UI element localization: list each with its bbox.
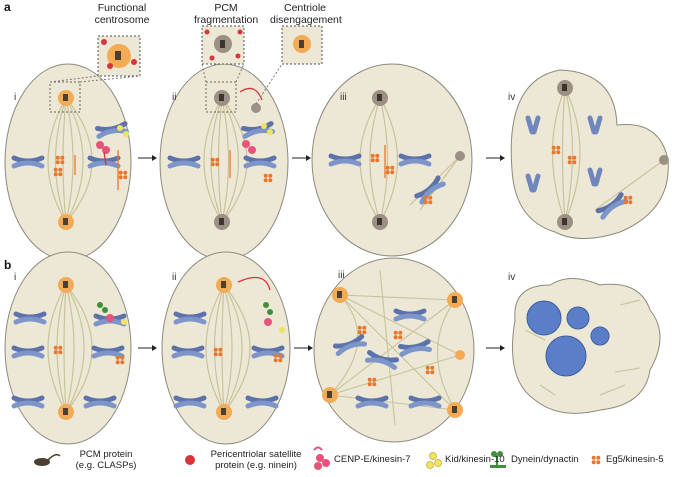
centrosome-icon (216, 404, 232, 420)
centrosome-icon (557, 80, 573, 96)
centrosome-icon (58, 277, 74, 293)
centrosome-icon (322, 387, 338, 403)
cell-a-ii (159, 63, 289, 261)
centrosome-icon (447, 292, 463, 308)
header-centriole-disengagement: Centriole disengagement (270, 2, 342, 26)
step-label-a-iv: iv (508, 92, 516, 103)
header-functional-centrosome: Functional centrosome (94, 2, 150, 26)
legend-satellite-protein: Pericentriolar satellite protein (e.g. n… (198, 449, 314, 471)
legend-eg5-kinesin5: Eg5/kinesin-5 (606, 454, 664, 465)
cell-b-iii (313, 257, 475, 443)
step-label-b-i: i (14, 272, 17, 283)
cell-b-iv (512, 278, 661, 414)
centrosome-icon (58, 90, 74, 106)
cell-b-ii (161, 251, 291, 445)
eg5-kinesin5-icon (591, 455, 601, 465)
legend-pcm-protein: PCM protein (e.g. CLASPs) (66, 449, 146, 471)
dynein-dynactin-icon (490, 451, 506, 468)
legend-satellite-line2: protein (e.g. ninein) (215, 460, 297, 471)
legend-cenpe-kinesin7: CENP-E/kinesin-7 (334, 454, 411, 465)
step-label-a-iii: iii (340, 92, 347, 103)
satellite-protein-icon (185, 455, 195, 465)
legend-pcm-protein-line2: (e.g. CLASPs) (75, 460, 137, 471)
pcm-protein-icon (34, 453, 61, 466)
cell-a-iii (311, 63, 473, 257)
legend (34, 446, 601, 470)
inset-centriole-disengagement (255, 25, 323, 105)
legend-satellite-line1: Pericentriolar satellite (210, 449, 302, 460)
centrosome-icon (58, 404, 74, 420)
centrosome-icon (214, 214, 230, 230)
cenpe-kinesin7-icon (313, 446, 330, 470)
inset-pcm-fragmentation (201, 25, 245, 83)
header-pcm-fragmentation: PCM fragmentation (194, 2, 259, 26)
step-label-a-i: i (14, 92, 17, 103)
step-label-a-ii: ii (172, 92, 177, 103)
cell-a-iv (510, 69, 669, 239)
panel-a-letter: a (4, 0, 11, 14)
step-label-b-iv: iv (508, 272, 516, 283)
centrosome-icon (372, 214, 388, 230)
centrosome-icon (557, 214, 573, 230)
kid-kinesin10-icon (426, 452, 442, 469)
cell-b-i (4, 251, 132, 445)
inset-functional-centrosome (49, 35, 141, 83)
legend-kid-kinesin10: Kid/kinesin-10 (445, 454, 505, 465)
centrosome-icon (447, 402, 463, 418)
panel-b-letter: b (4, 258, 12, 272)
cell-a-i (4, 63, 132, 261)
legend-pcm-protein-line1: PCM protein (79, 449, 133, 460)
step-label-b-iii: iii (338, 270, 345, 281)
centrosome-icon (216, 277, 232, 293)
step-label-b-ii: ii (172, 272, 177, 283)
centrosome-icon (214, 90, 230, 106)
centrosome-icon (332, 287, 348, 303)
centrosome-icon (58, 214, 74, 230)
legend-dynein-dynactin: Dynein/dynactin (511, 454, 579, 465)
centrosome-icon (372, 90, 388, 106)
